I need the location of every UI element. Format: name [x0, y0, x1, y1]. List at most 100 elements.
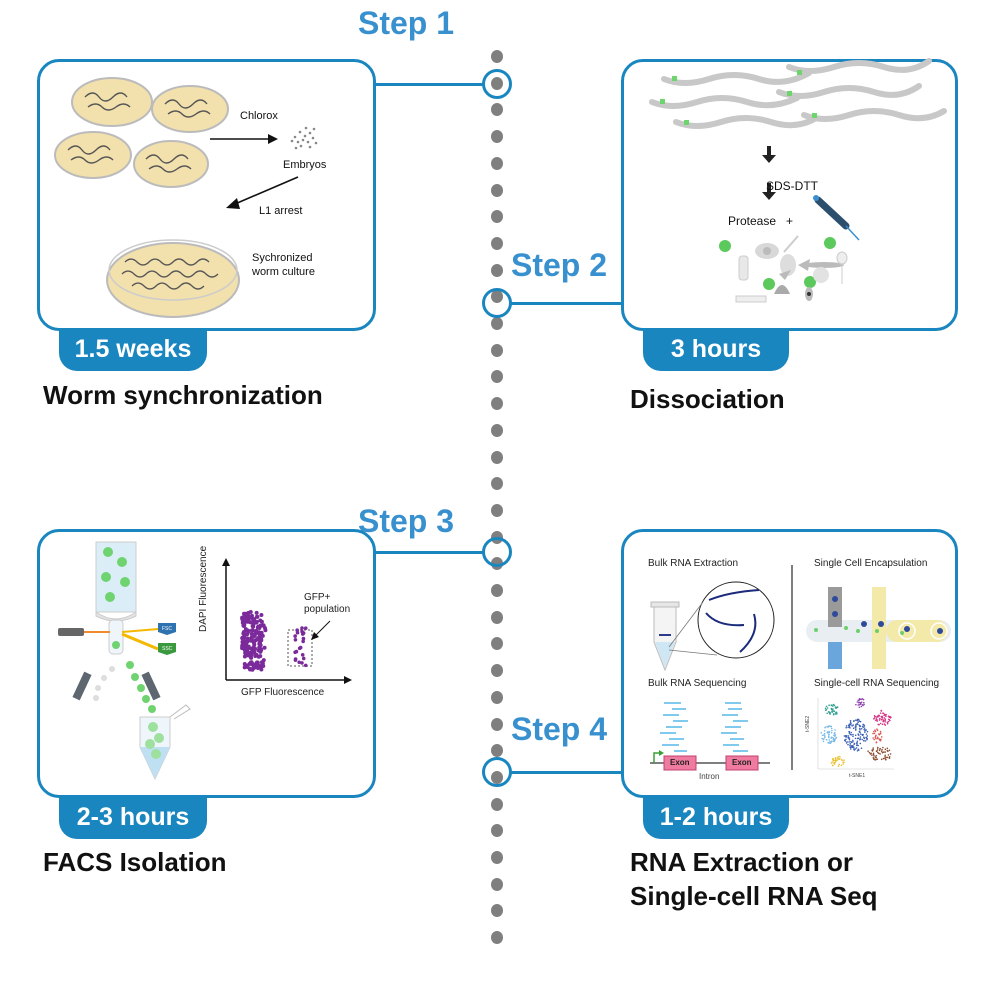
facs-dot [260, 661, 265, 666]
tsne-dot [821, 737, 823, 740]
tsne-dot [879, 717, 881, 720]
tsne-dot [875, 717, 878, 720]
tsne-dot [874, 729, 876, 731]
tsne-dot [834, 757, 837, 760]
tsne-dot [875, 737, 877, 740]
timeline-dot [491, 851, 503, 864]
tsne-dot [872, 732, 874, 735]
step-2-timeline-marker [482, 288, 512, 318]
tsne-dot [823, 736, 826, 739]
facs-gated-dot [301, 656, 306, 661]
tsne-dot [872, 752, 875, 755]
tsne-dot [852, 735, 854, 738]
tsne-dot [850, 744, 853, 747]
tsne-dot [874, 730, 877, 733]
tsne-dot [879, 712, 882, 714]
down-arrow-icon [762, 146, 776, 163]
tsne-dot [879, 732, 882, 735]
tsne-dot [855, 725, 857, 728]
step-1-timeline-marker [482, 69, 512, 99]
facs-dot [257, 632, 262, 637]
tsne-dot [888, 756, 891, 758]
tsne-dot [883, 717, 886, 719]
tsne-dot [826, 712, 828, 715]
tsne-dot [845, 738, 847, 741]
tsne-dot [858, 730, 861, 733]
step-1-title: Worm synchronization [43, 380, 323, 410]
facs-gated-dot [295, 630, 300, 635]
step-4-title-line2: Single-cell RNA Seq [630, 881, 878, 911]
tsne-dot [884, 751, 887, 753]
tsne-dot [884, 755, 886, 758]
tsne-dot [823, 732, 826, 735]
facs-dot [262, 645, 267, 650]
tsne-dot [837, 756, 840, 758]
tsne-dot [859, 698, 862, 701]
tsne-dot [834, 761, 836, 764]
tsne-dot [829, 742, 832, 745]
tsne-dot [827, 726, 829, 728]
tsne-dot [857, 734, 860, 736]
plus-label: + [786, 214, 794, 228]
tsne-dot [875, 756, 877, 759]
facs-dot [252, 650, 257, 655]
tsne-dot [877, 746, 879, 749]
tsne-dot [837, 765, 840, 767]
petri-dish-icon [133, 140, 209, 188]
tsne-dot [876, 751, 879, 754]
tsne-dot [858, 720, 861, 723]
tsne-dot [880, 736, 883, 738]
step-2-panel: SDS-DTT Protease + [621, 58, 958, 331]
facs-dot [255, 614, 260, 619]
tsne-dot [828, 704, 830, 707]
facs-dot [241, 623, 246, 628]
tsne-dot [861, 734, 864, 737]
facs-dot [245, 636, 250, 641]
rna-magnifier-icon [668, 581, 775, 659]
facs-dot [249, 635, 254, 640]
facs-dot [248, 646, 253, 651]
step-2-title: Dissociation [630, 384, 785, 414]
tsne-y-label: t-SNE2 [805, 715, 811, 732]
tsne-dot [841, 759, 843, 761]
tsne-dot [885, 715, 887, 718]
facs-dot [246, 610, 251, 615]
gate-label-line1: GFP+ [304, 592, 331, 603]
tsne-dot [834, 734, 837, 736]
tsne-dot [877, 723, 880, 726]
tsne-dot [875, 716, 878, 718]
facs-dot [254, 620, 259, 625]
tsne-dot [854, 719, 857, 721]
tsne-dot [858, 699, 860, 702]
sequencing-reads-icon [660, 702, 748, 752]
tsne-dot [829, 740, 831, 743]
tsne-dot [848, 738, 851, 741]
tsne-dot [886, 721, 889, 724]
facs-gated-dot [300, 661, 304, 665]
tsne-dot [872, 753, 875, 756]
tsne-dot [830, 725, 833, 728]
tsne-dot [865, 729, 867, 731]
tsne-dot [832, 736, 834, 739]
tsne-dot [854, 728, 857, 730]
tsne-dot [872, 748, 874, 751]
tsne-dot [857, 721, 859, 724]
tsne-dot [881, 717, 884, 719]
facs-illustration [58, 541, 191, 781]
tsne-dot [849, 742, 852, 745]
tsne-dot [856, 723, 859, 726]
ssc-detector-icon [158, 643, 176, 655]
tsne-dot [856, 749, 859, 752]
tsne-dot [859, 736, 862, 738]
tsne-dot [864, 731, 866, 733]
timeline-dot [491, 343, 503, 357]
facs-dot [245, 663, 250, 668]
step-4-label: Step 4 [511, 711, 608, 747]
single-cell-rna-sequencing-label: Single-cell RNA Sequencing [814, 678, 940, 689]
step-4-timeline-marker [482, 757, 512, 787]
step-3-label: Step 3 [358, 503, 455, 539]
tsne-dot [868, 751, 871, 754]
tsne-dot [827, 736, 830, 739]
tsne-dot [853, 746, 855, 749]
tsne-dot [834, 713, 837, 715]
